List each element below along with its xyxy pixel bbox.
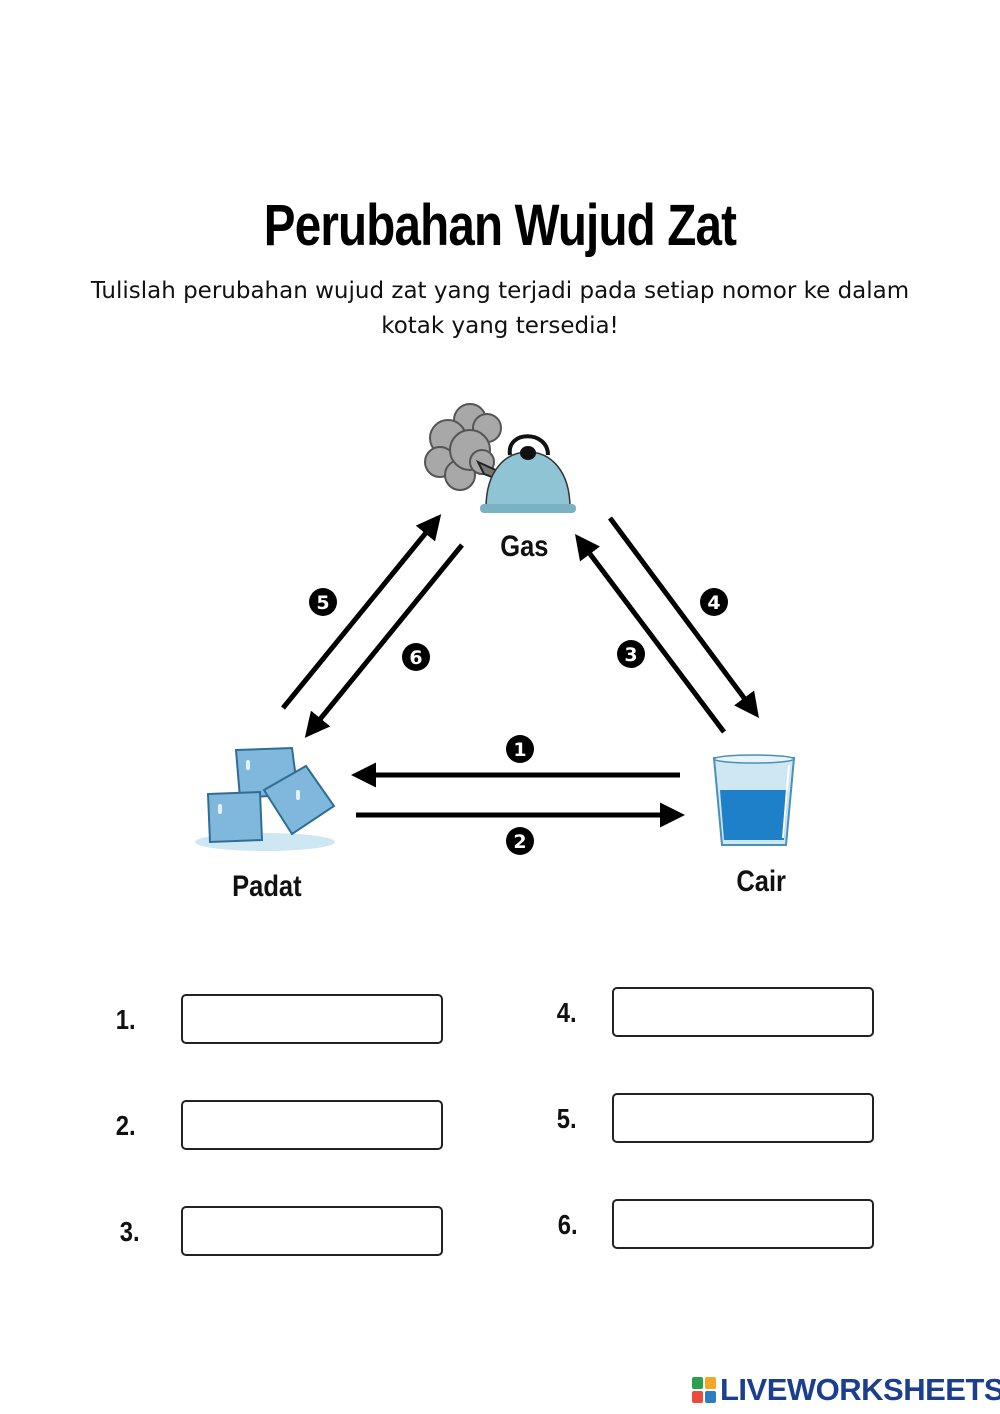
liveworksheets-logo-icon bbox=[692, 1377, 716, 1403]
badge-number: 6 bbox=[409, 647, 422, 669]
steaming-kettle-icon bbox=[424, 403, 576, 513]
arrow-4 bbox=[607, 516, 759, 719]
state-label-gas: Gas bbox=[500, 530, 549, 563]
arrow-badge-1: 1 bbox=[506, 735, 534, 763]
arrow-badge-4: 4 bbox=[700, 588, 728, 616]
answer-input-1[interactable] bbox=[181, 994, 443, 1044]
ice-cubes-icon bbox=[195, 746, 336, 851]
badge-number: 2 bbox=[513, 831, 526, 853]
answer-number-1: 1. bbox=[115, 1004, 136, 1035]
answer-input-6[interactable] bbox=[612, 1199, 874, 1249]
answer-input-5[interactable] bbox=[612, 1093, 874, 1143]
badge-number: 3 bbox=[624, 644, 637, 666]
arrow-6 bbox=[304, 543, 464, 738]
badge-number: 5 bbox=[316, 592, 329, 614]
badge-number: 1 bbox=[513, 739, 526, 761]
answer-number-2: 2. bbox=[115, 1110, 136, 1141]
water-glass-icon bbox=[712, 754, 796, 846]
worksheet-instruction: Tulislah perubahan wujud zat yang terjad… bbox=[90, 278, 910, 339]
arrow-badge-3: 3 bbox=[617, 640, 645, 668]
liveworksheets-logo: LIVEWORKSHEETS bbox=[692, 1372, 1000, 1407]
answer-number-5: 5. bbox=[556, 1103, 577, 1134]
state-label-liquid: Cair bbox=[736, 865, 786, 898]
answer-number-3: 3. bbox=[119, 1216, 140, 1247]
arrow-badge-5: 5 bbox=[309, 588, 337, 616]
state-label-solid: Padat bbox=[232, 870, 302, 903]
arrow-3 bbox=[574, 534, 726, 734]
answer-input-3[interactable] bbox=[181, 1206, 443, 1256]
arrow-badge-6: 6 bbox=[402, 643, 430, 671]
arrow-5 bbox=[281, 514, 442, 710]
worksheet-title: Perubahan Wujud Zat bbox=[263, 193, 737, 258]
badge-number: 4 bbox=[707, 592, 720, 614]
answer-input-4[interactable] bbox=[612, 987, 874, 1037]
answer-number-6: 6. bbox=[557, 1209, 578, 1240]
arrow-badge-2: 2 bbox=[506, 827, 534, 855]
liveworksheets-logo-text: LIVEWORKSHEETS bbox=[720, 1372, 1000, 1407]
answer-number-4: 4. bbox=[556, 997, 577, 1028]
answer-input-2[interactable] bbox=[181, 1100, 443, 1150]
